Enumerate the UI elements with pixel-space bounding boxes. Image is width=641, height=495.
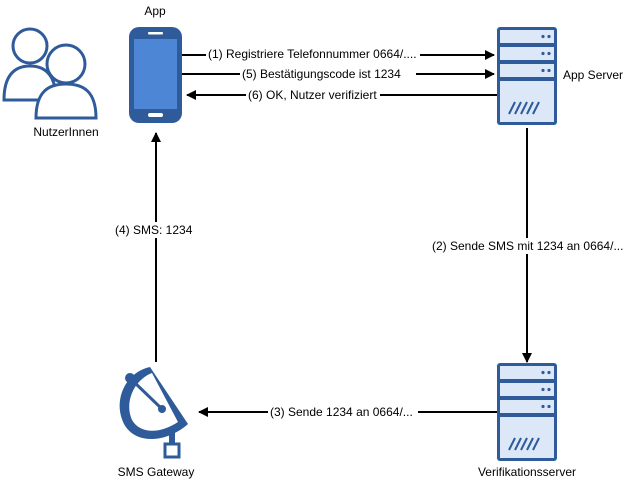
node-label-app-server: App Server <box>563 68 623 82</box>
node-label-app: App <box>144 4 166 18</box>
edge-sende-sms: (2) Sende SMS mit 1234 an 0664/... <box>430 128 624 363</box>
edge-label-registriere: (1) Registriere Telefonnummer 0664/.... <box>208 47 417 61</box>
smartphone-icon <box>129 27 182 123</box>
node-label-verification-server: Verifikationsserver <box>478 465 576 479</box>
node-label-users: NutzerInnen <box>33 125 98 139</box>
server-icon <box>497 363 557 461</box>
node-verification-server: Verifikationsserver <box>478 363 576 479</box>
edge-sms-1234: (4) SMS: 1234 <box>113 132 199 362</box>
edge-label-sende-1234: (3) Sende 1234 an 0664/... <box>270 405 413 419</box>
edge-ok-verifiziert: (6) OK, Nutzer verifiziert <box>186 87 497 103</box>
node-label-sms-gateway: SMS Gateway <box>118 465 195 479</box>
node-app-server: App Server <box>497 27 623 125</box>
edge-sende-1234: (3) Sende 1234 an 0664/... <box>198 404 497 420</box>
server-icon <box>497 27 557 125</box>
satellite-dish-icon <box>119 367 188 459</box>
edge-registriere: (1) Registriere Telefonnummer 0664/.... <box>182 46 495 62</box>
node-app: App <box>129 4 182 123</box>
node-sms-gateway: SMS Gateway <box>118 367 195 479</box>
edge-label-ok-verifiziert: (6) OK, Nutzer verifiziert <box>248 88 377 102</box>
users-icon <box>2 27 98 120</box>
edge-label-bestaetigungscode: (5) Bestätigungscode ist 1234 <box>242 67 401 81</box>
edge-label-sende-sms: (2) Sende SMS mit 1234 an 0664/... <box>432 239 623 253</box>
edge-label-sms-1234: (4) SMS: 1234 <box>115 223 193 237</box>
edge-bestaetigungscode: (5) Bestätigungscode ist 1234 <box>182 66 495 82</box>
node-users: NutzerInnen <box>2 27 99 139</box>
